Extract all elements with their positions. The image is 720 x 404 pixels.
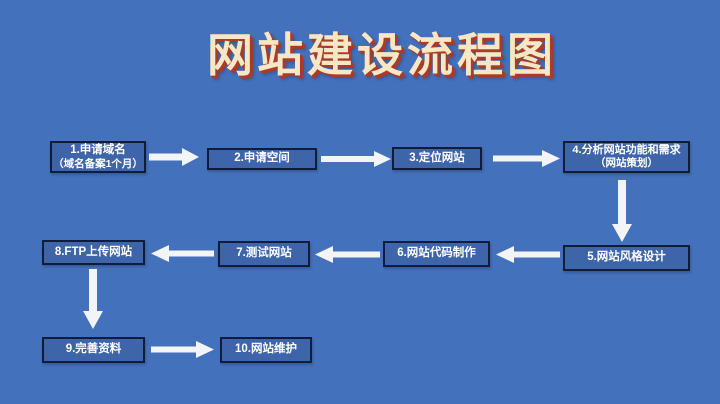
flow-node-4: 4.分析网站功能和需求 （网站策划） xyxy=(563,141,690,173)
flow-node-7: 7.测试网站 xyxy=(218,241,310,267)
arrow-down-icon-8-to-9 xyxy=(83,269,103,329)
arrow-left-icon-6-to-7 xyxy=(315,246,380,263)
flow-node-10-label: 10.网站维护 xyxy=(235,343,297,356)
arrow-right-icon-2-to-3 xyxy=(321,151,391,167)
flow-node-4-label: 4.分析网站功能和需求 xyxy=(572,144,681,157)
arrow-right-icon-3-to-4 xyxy=(493,150,560,167)
flow-node-1-sublabel: （域名备案1个月） xyxy=(53,157,143,170)
flow-node-5: 5.网站风格设计 xyxy=(563,245,690,271)
arrow-right-icon-1-to-2 xyxy=(149,148,199,166)
flow-node-3-label: 3.定位网站 xyxy=(409,151,465,164)
page-title: 网站建设流程图 xyxy=(207,28,557,82)
flow-node-6-label: 6.网站代码制作 xyxy=(397,247,476,260)
flow-node-2: 2.申请空间 xyxy=(207,148,317,170)
arrow-down-icon-4-to-5 xyxy=(612,180,632,242)
flow-node-8-label: 8.FTP上传网站 xyxy=(54,245,133,258)
flow-node-7-label: 7.测试网站 xyxy=(236,247,292,260)
flow-node-5-label: 5.网站风格设计 xyxy=(587,251,666,264)
flow-node-9-label: 9.完善资料 xyxy=(65,343,122,356)
arrow-left-icon-5-to-6 xyxy=(496,246,560,263)
flow-node-4-sublabel: （网站策划） xyxy=(595,157,658,170)
flow-node-2-label: 2.申请空间 xyxy=(234,152,290,165)
flow-node-8: 8.FTP上传网站 xyxy=(42,240,145,265)
flow-node-1: 1.申请域名 （域名备案1个月） xyxy=(50,141,146,173)
flow-node-10: 10.网站维护 xyxy=(220,337,312,363)
arrow-right-icon-9-to-10 xyxy=(151,341,214,358)
flow-node-9: 9.完善资料 xyxy=(42,337,145,363)
flow-node-3: 3.定位网站 xyxy=(392,147,482,170)
flow-node-6: 6.网站代码制作 xyxy=(383,241,490,267)
arrow-left-icon-7-to-8 xyxy=(151,245,214,262)
flow-node-1-label: 1.申请域名 xyxy=(70,144,126,157)
